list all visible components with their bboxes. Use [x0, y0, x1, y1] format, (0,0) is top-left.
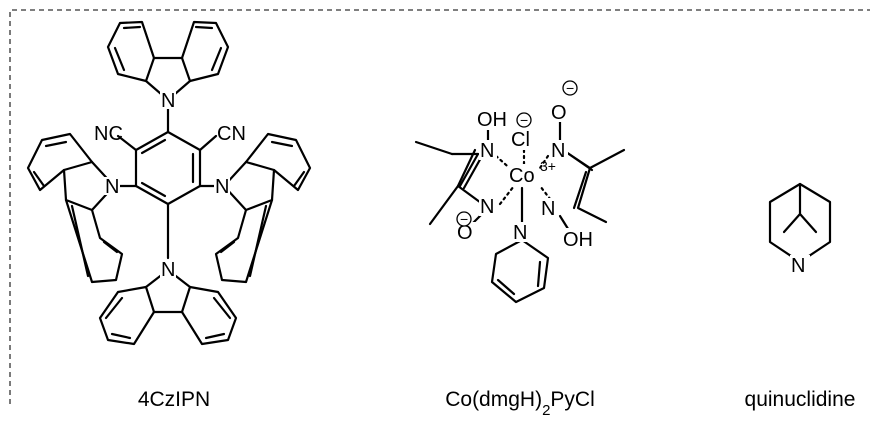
cobalt-label: Co — [509, 165, 535, 187]
carbazole-right: N — [214, 132, 312, 284]
cobalt-charge: 3+ — [540, 158, 556, 174]
nitrile-right-label: CN — [217, 123, 246, 145]
oxide-charge-top: − — [566, 80, 574, 96]
oxide-charge-bottom: − — [460, 211, 468, 227]
n-left-top: N — [480, 140, 494, 162]
caption-cobaloxime: Co(dmgH)2PyCl — [445, 388, 595, 419]
nitrile-right: CN — [198, 123, 246, 152]
carbazole-left: N — [26, 132, 124, 284]
oxime-oh-bottom: OH — [563, 229, 593, 251]
dashed-frame — [9, 9, 870, 404]
nitrile-left: NC — [94, 123, 138, 152]
carbazole-bottom: N — [98, 259, 238, 346]
nitrile-left-label: NC — [94, 123, 123, 145]
oxime-oh-top: OH — [477, 109, 507, 131]
carbazole-left-n: N — [105, 176, 119, 198]
carbazole-right-n: N — [215, 176, 229, 198]
carbazole-bottom-n: N — [161, 259, 175, 281]
n-right-bottom: N — [541, 198, 555, 220]
caption-4czipn: 4CzIPN — [138, 388, 210, 411]
quinuclidine-n: N — [791, 255, 805, 277]
structure-4czipn: NC CN N N — [26, 20, 312, 346]
chloride-label: Cl — [511, 129, 530, 151]
structure-quinuclidine: N — [768, 182, 832, 277]
n-right-top: N — [551, 140, 565, 162]
carbazole-top-n: N — [161, 90, 175, 112]
oxime-o-top-right: O — [551, 102, 567, 124]
structure-cobaloxime: N N N N N Co 3+ Cl − OH O − O − OH — [414, 80, 626, 304]
caption-quinuclidine: quinuclidine — [745, 388, 856, 411]
n-pyridine: N — [513, 222, 527, 244]
central-benzene-ring — [134, 130, 202, 206]
n-left-bottom: N — [480, 196, 494, 218]
carbazole-top: N — [106, 20, 230, 112]
oxime-o-bottom-left: O — [457, 222, 473, 244]
chloride-charge: − — [520, 112, 528, 128]
